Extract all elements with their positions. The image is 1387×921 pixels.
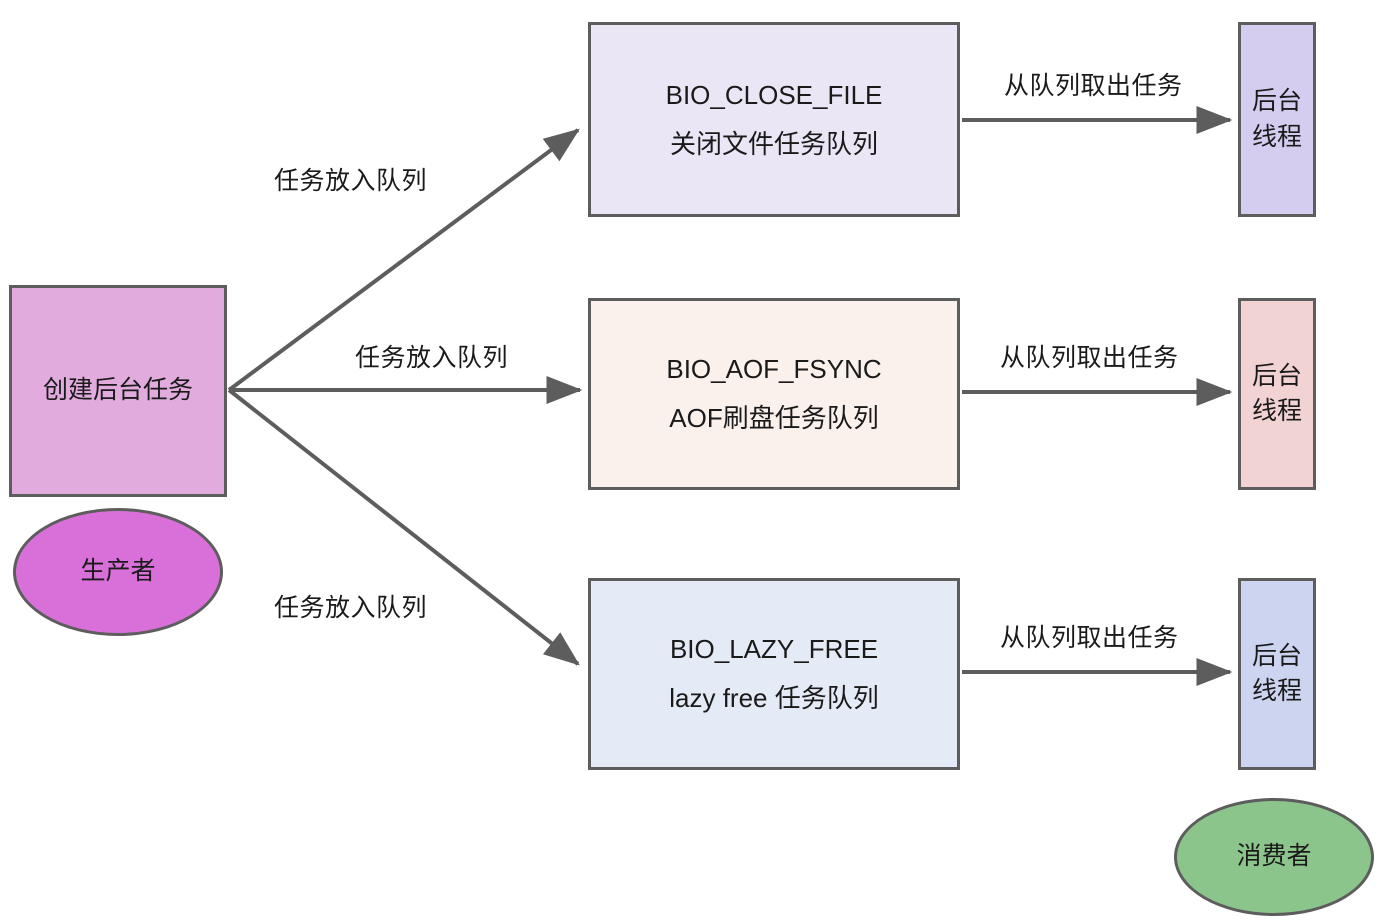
thread-node-label-line1: 后台 [1251,87,1302,115]
producer-node-label: 创建后台任务 [42,376,193,405]
edge-label-enqueue-bio-close-file: 任务放入队列 [274,167,428,195]
queue-node-description: lazy free 任务队列 [669,683,879,713]
producer-role-label: 生产者 [80,557,156,586]
queue-node-bio-lazy-free[interactable]: BIO_LAZY_FREE lazy free 任务队列 [588,578,960,770]
thread-node-label-line2: 线程 [1251,397,1302,425]
queue-node-name: BIO_LAZY_FREE [669,634,879,665]
thread-node-label-line1: 后台 [1251,641,1302,670]
thread-node-label-line1: 后台 [1251,361,1302,390]
edge-label-enqueue-bio-aof-fsync: 任务放入队列 [355,344,509,372]
producer-role-node[interactable]: 生产者 [13,508,223,636]
thread-node-bio-lazy-free[interactable]: 后台 线程 [1238,578,1316,770]
edge-label-dequeue-bio-lazy-free: 从队列取出任务 [1000,624,1179,652]
queue-node-bio-close-file[interactable]: BIO_CLOSE_FILE 关闭文件任务队列 [588,22,960,217]
queue-node-name: BIO_CLOSE_FILE [665,79,883,110]
thread-node-label-line2: 线程 [1251,122,1302,151]
thread-node-bio-close-file[interactable]: 后台 线程 [1238,22,1316,217]
consumer-role-label: 消费者 [1236,842,1312,871]
consumer-role-node[interactable]: 消费者 [1174,798,1374,916]
queue-node-description: 关闭文件任务队列 [669,128,878,159]
edge-label-dequeue-bio-close-file: 从队列取出任务 [1004,72,1183,100]
queue-node-bio-aof-fsync[interactable]: BIO_AOF_FSYNC AOF刷盘任务队列 [588,298,960,490]
edge-label-enqueue-bio-lazy-free: 任务放入队列 [274,594,428,622]
thread-node-label-line2: 线程 [1251,677,1302,705]
producer-node[interactable]: 创建后台任务 [9,285,227,497]
edge-label-dequeue-bio-aof-fsync: 从队列取出任务 [1000,344,1179,372]
queue-node-description: AOF刷盘任务队列 [669,403,879,433]
thread-node-bio-aof-fsync[interactable]: 后台 线程 [1238,298,1316,490]
queue-node-name: BIO_AOF_FSYNC [666,354,882,385]
